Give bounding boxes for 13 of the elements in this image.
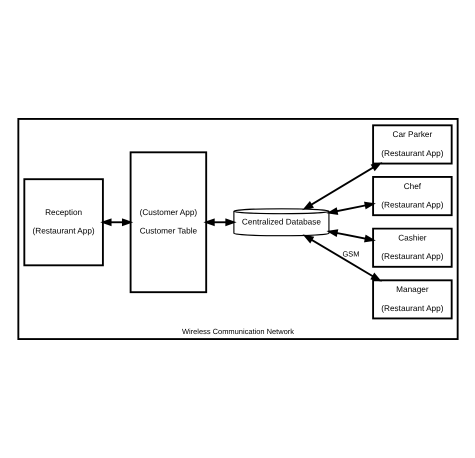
node-box: Chef (Restaurant App) [372,176,452,216]
arrow [100,218,133,226]
edge-label: GSM [342,250,360,259]
arrow [202,218,236,226]
node-box: Reception (Restaurant App) [22,178,104,266]
arrow [302,162,382,210]
arrow [326,229,376,242]
node-box: Cashier (Restaurant App) [372,228,452,268]
arrow [326,202,376,215]
node-box: Car Parker (Restaurant App) [372,124,452,164]
node-box: Manager (Restaurant App) [372,279,452,320]
node-box: (Customer App) Customer Table [129,151,207,294]
arrow [302,234,382,282]
